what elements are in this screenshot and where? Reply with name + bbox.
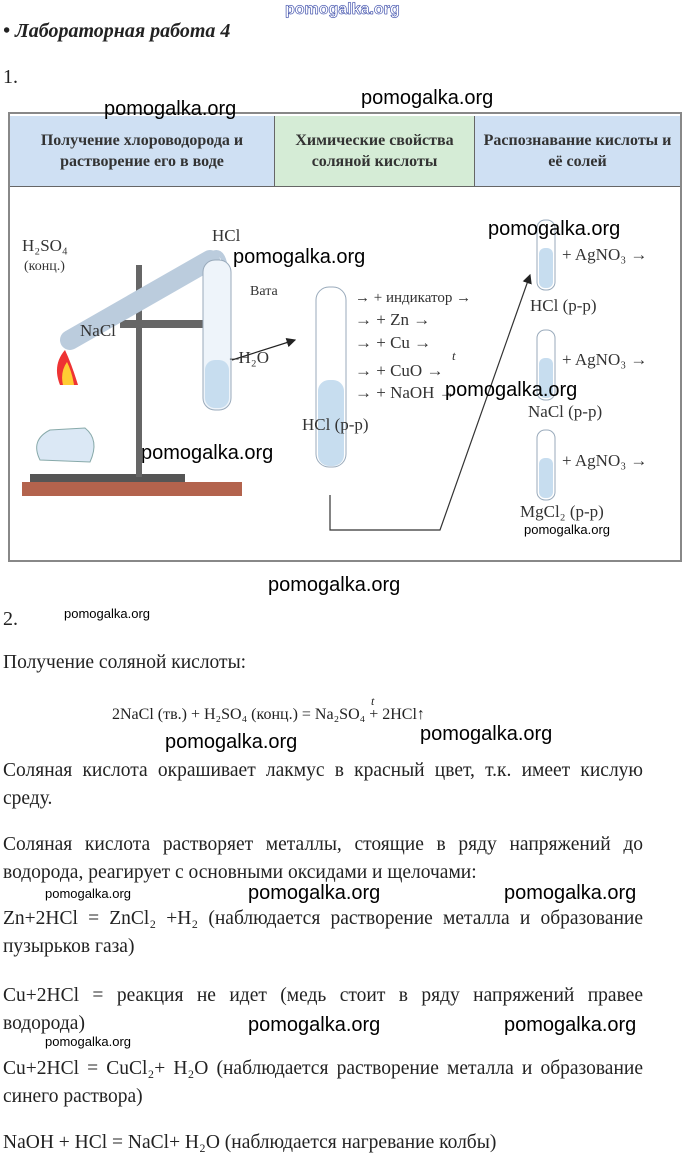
paragraph-zn: Zn+2HCl = ZnCl₂ +H₂ (наблюдается раствор…	[3, 908, 643, 957]
label-hcl-gas: HCl	[212, 226, 241, 245]
watermark: pomogalka.org	[248, 882, 381, 904]
watermark: pomogalka.org	[233, 246, 366, 268]
label-hcl-solution: HCl (р-р)	[302, 415, 369, 434]
watermark: pomogalka.org	[165, 731, 298, 753]
page-title: • Лабораторная работа 4	[3, 20, 231, 42]
equation-t: t	[371, 694, 375, 708]
tube-nacl: NaCl (р-р)	[528, 402, 603, 421]
tube-hcl: HCl (р-р)	[530, 296, 597, 315]
stand-base	[30, 474, 185, 482]
paragraph-naoh: NaOH + HCl = NaCl+ H₂O (наблюдается нагр…	[3, 1132, 497, 1153]
watermark: pomogalka.org	[488, 218, 621, 240]
stand-clamp	[120, 320, 220, 328]
watermark: pomogalka.org	[285, 1, 400, 19]
paragraph-cu-no-reaction: Cu+2HCl = реакция не идет (медь стоит в …	[3, 985, 643, 1034]
label-nacl: NaCl	[80, 321, 116, 340]
watermark: pomogalka.org	[104, 98, 237, 120]
watermark: pomogalka.org	[504, 882, 637, 904]
agno3-1: + AgNO₃ →	[562, 245, 648, 264]
watermark: pomogalka.org	[45, 1034, 131, 1049]
watermark: pomogalka.org	[268, 574, 401, 596]
watermark: pomogalka.org	[504, 1014, 637, 1036]
equation: 2NaCl (тв.) + H₂SO₄ (конц.) = Na₂SO₄ + 2…	[112, 706, 425, 723]
reagent-zn: → + Zn →	[355, 310, 431, 329]
stand-rod	[136, 265, 142, 477]
watermark: pomogalka.org	[445, 379, 578, 401]
label-conc: (конц.)	[24, 259, 65, 274]
watermark: pomogalka.org	[141, 442, 274, 464]
watermark: pomogalka.org	[248, 1014, 381, 1036]
agno3-2: + AgNO₃ →	[562, 350, 648, 369]
agno3-3: + AgNO₃ →	[562, 451, 648, 470]
reagent-cu: → + Cu →	[355, 333, 432, 352]
label-h2so4: H₂SO₄	[22, 236, 68, 255]
spirit-lamp	[36, 427, 95, 463]
reagent-naoh: → + NaOH →	[355, 383, 456, 402]
watermark: pomogalka.org	[45, 886, 131, 901]
watermark: pomogalka.org	[64, 606, 150, 621]
label-cotton: Вата	[250, 284, 278, 299]
watermark: pomogalka.org	[361, 87, 494, 109]
label-t: t	[452, 348, 456, 363]
watermark: pomogalka.org	[420, 723, 553, 745]
reagent-indicator: → + индикатор →	[355, 290, 472, 306]
apparatus-illustration	[22, 219, 556, 531]
paragraph-litmus: Соляная кислота окрашивает лакмус в крас…	[3, 760, 643, 809]
section-1-number: 1.	[3, 66, 18, 88]
paragraph-cu-reaction: Cu+2HCl = CuCl₂+ H₂O (наблюдается раство…	[3, 1058, 643, 1107]
header-recognition: Распознавание кислоты и её солей	[475, 116, 680, 186]
reagent-cuo: → + CuO →	[355, 361, 444, 380]
header-obtaining: Получение хлороводорода и растворение ег…	[10, 116, 275, 186]
section-2-number: 2.	[3, 608, 18, 630]
label-h2o: –H₂O	[230, 348, 269, 367]
heading-obtaining: Получение соляной кислоты:	[3, 652, 247, 673]
table-surface	[22, 482, 242, 496]
watermark: pomogalka.org	[524, 522, 610, 537]
header-properties: Химические свойства соляной кислоты	[275, 116, 475, 186]
reaction-test-tube	[60, 250, 220, 350]
tube-mgcl2: MgCl₂ (р-р)	[520, 502, 604, 521]
paragraph-metals: Соляная кислота растворяет металлы, стоя…	[3, 834, 643, 883]
header-divider	[10, 186, 680, 187]
